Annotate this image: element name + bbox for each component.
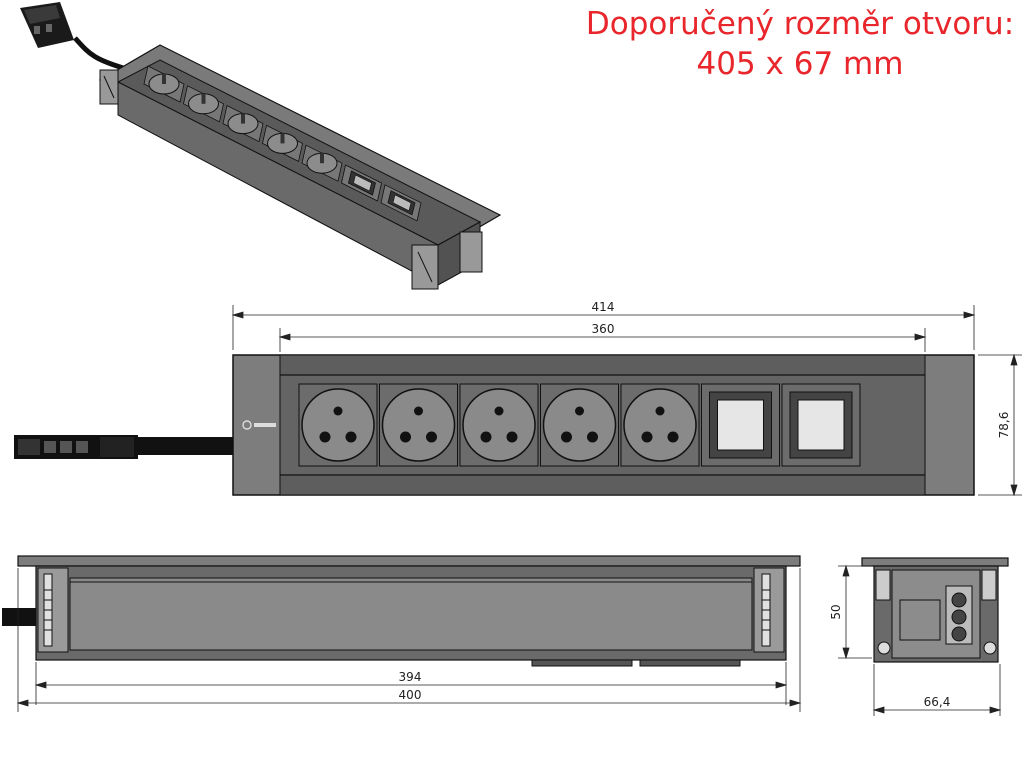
iso-bracket-left	[99, 69, 119, 105]
dim-78-6	[978, 353, 1022, 497]
iso-socket-module	[262, 124, 303, 162]
dim-50-label: 50	[829, 604, 843, 619]
dim-400	[16, 568, 802, 712]
data-module	[781, 383, 861, 467]
isometric-view	[20, 2, 502, 290]
iso-plug	[20, 2, 74, 48]
front-plug	[14, 435, 138, 459]
socket-module	[379, 383, 458, 467]
front-logo	[242, 420, 276, 430]
note-line-2: 405 x 67 mm	[696, 46, 904, 82]
end-top-plate	[861, 557, 1009, 567]
iso-socket-module	[222, 105, 264, 143]
dim-66-4	[872, 664, 1002, 716]
dim-78-6-label: 78,6	[997, 412, 1011, 439]
side-cable	[2, 608, 38, 626]
dim-66-4-label: 66,4	[924, 695, 951, 709]
end-view: 50 66,4	[829, 557, 1009, 716]
front-cable	[138, 437, 234, 455]
iso-data-module	[380, 184, 422, 222]
side-foot-left	[531, 659, 633, 667]
side-view: 394 400	[2, 555, 802, 712]
iso-socket-module	[301, 144, 343, 182]
dim-394	[34, 662, 788, 705]
dim-414-label: 414	[592, 300, 615, 314]
front-view: 414 360 78,6	[14, 300, 1022, 497]
iso-data-module	[341, 164, 382, 202]
end-bracket-left	[875, 569, 891, 655]
dim-360-label: 360	[592, 322, 615, 336]
socket-module	[540, 383, 619, 467]
iso-socket-module	[143, 65, 185, 103]
dim-400-label: 400	[399, 688, 422, 702]
iso-module-row	[143, 65, 422, 222]
dim-50	[838, 564, 872, 660]
socket-module	[298, 383, 378, 467]
front-module-row	[298, 383, 861, 467]
iso-socket-module	[183, 85, 224, 123]
side-panel	[69, 577, 753, 651]
socket-module	[459, 383, 539, 467]
end-bracket-right	[981, 569, 997, 655]
side-foot-right	[639, 659, 741, 667]
socket-module	[620, 383, 700, 467]
dim-360	[278, 328, 927, 352]
end-terminal-block	[945, 585, 973, 645]
recommended-cutout-note: Doporučený rozměr otvoru: 405 x 67 mm	[560, 4, 1024, 84]
iso-bracket-right	[411, 231, 483, 290]
dim-414	[231, 305, 976, 350]
side-bracket-right	[753, 567, 785, 653]
data-module	[701, 383, 780, 467]
side-bracket-left	[37, 567, 69, 653]
end-inner-detail	[899, 599, 941, 641]
iso-cable	[73, 36, 131, 73]
side-top-plate	[17, 555, 801, 567]
dim-394-label: 394	[399, 670, 422, 684]
note-line-1: Doporučený rozměr otvoru:	[585, 6, 1015, 42]
